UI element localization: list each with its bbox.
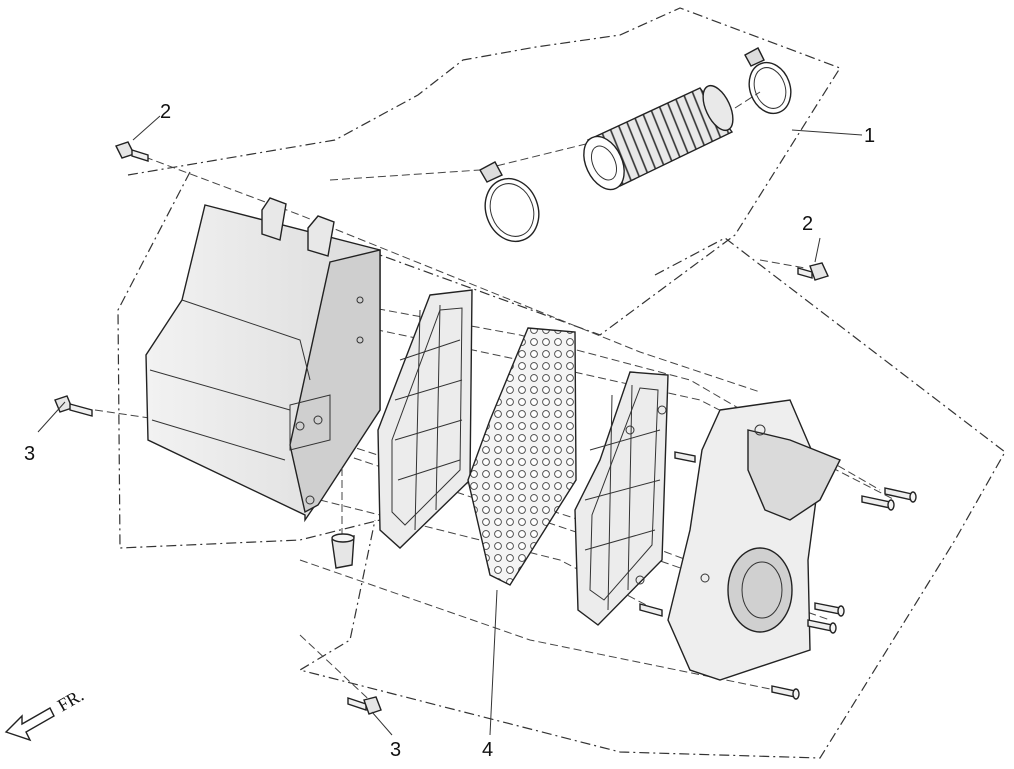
filter-element xyxy=(467,327,577,586)
filter-outlet-cover xyxy=(667,399,841,681)
bolt-2-upper xyxy=(115,141,149,162)
screws-right xyxy=(639,451,917,700)
bolt-3-lower xyxy=(347,696,382,715)
front-direction-arrow-icon xyxy=(4,707,55,742)
filter-frame-front xyxy=(377,289,473,549)
front-direction-label: FR. xyxy=(54,685,87,716)
hose-clamp-right xyxy=(744,47,792,115)
assembly-boundary-lower xyxy=(117,171,1006,759)
intake-hose xyxy=(583,84,734,191)
callout-2-right: 2 xyxy=(802,213,813,235)
callout-4: 4 xyxy=(482,739,493,761)
drain-plug xyxy=(331,468,355,569)
callout-2-upper: 2 xyxy=(160,101,171,123)
bolt-3-left xyxy=(54,395,93,417)
assembly-boundary-upper xyxy=(127,7,841,336)
callout-1: 1 xyxy=(864,125,875,147)
callout-3-lower: 3 xyxy=(390,739,401,761)
hose-clamp-left xyxy=(479,161,540,243)
air-filter-housing xyxy=(145,197,381,523)
leader-lines xyxy=(37,115,863,736)
filter-frame-rear xyxy=(574,371,669,626)
bolt-2-right xyxy=(797,262,829,281)
callout-3-left: 3 xyxy=(24,443,35,465)
